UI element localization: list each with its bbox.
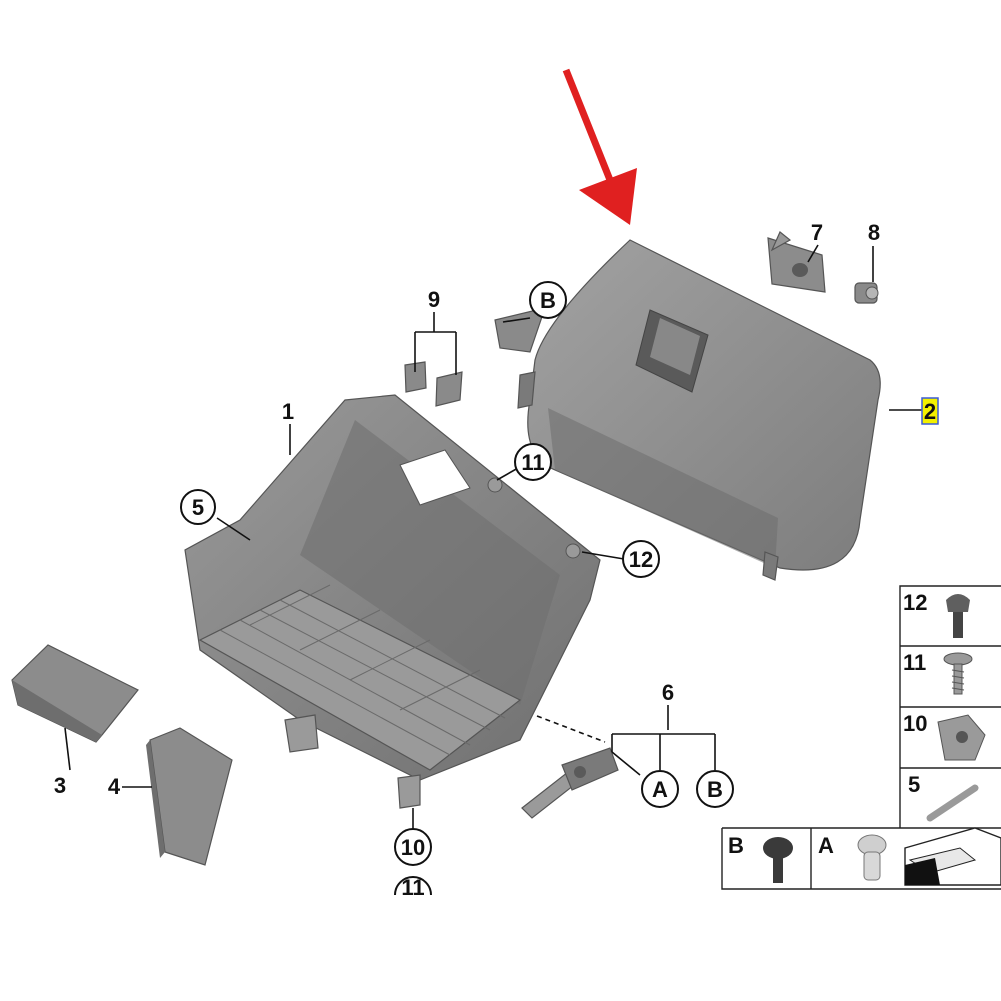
- callout-2: 2: [921, 397, 939, 425]
- callout-12: 12: [622, 540, 660, 578]
- part-7-lock: [767, 231, 826, 293]
- callout-4: 4: [108, 774, 121, 799]
- callout-a: A: [641, 770, 679, 808]
- part-9-clips: [404, 361, 463, 407]
- callout-3: 3: [54, 773, 66, 798]
- legend-label-11: 11: [903, 650, 926, 675]
- nut-clip-icon: [937, 714, 986, 761]
- part-1-housing: [184, 394, 601, 809]
- svg-text:B: B: [540, 288, 556, 313]
- red-arrow-icon: [562, 68, 637, 225]
- svg-text:11: 11: [521, 450, 544, 475]
- callout-7: 7: [811, 220, 823, 245]
- callout-8: 8: [868, 220, 880, 245]
- callout-11-bottom: 11: [394, 875, 432, 900]
- rubber-stop-icon: [763, 837, 793, 883]
- part-3-cover: [11, 644, 139, 743]
- svg-text:B: B: [707, 777, 723, 802]
- part-4-cover: [146, 727, 233, 866]
- legend-label-10: 10: [903, 711, 927, 736]
- callout-6: 6: [662, 680, 674, 705]
- callout-9: 9: [428, 287, 440, 312]
- legend-label-5: 5: [908, 772, 920, 797]
- legend-label-b: B: [728, 833, 744, 858]
- callout-10: 10: [394, 828, 432, 866]
- fastener-legend: 12 11 10 5 B A: [721, 585, 1001, 890]
- screw-icon: [943, 652, 973, 695]
- part-2-lid: [494, 239, 881, 581]
- legend-label-12: 12: [903, 590, 927, 615]
- plastic-clip-icon: [857, 834, 887, 881]
- pin-icon: [926, 784, 979, 822]
- callout-b-lid: B: [529, 281, 567, 319]
- svg-text:5: 5: [192, 495, 204, 520]
- svg-text:12: 12: [629, 547, 653, 572]
- legend-label-a: A: [818, 833, 834, 858]
- callout-b-damper: B: [696, 770, 734, 808]
- part-8-screw: [854, 282, 879, 304]
- callout-1: 1: [282, 399, 294, 424]
- svg-text:2: 2: [924, 399, 936, 424]
- sectional-arrow-icon: [904, 827, 1001, 886]
- svg-text:11: 11: [401, 875, 424, 900]
- buffer-icon: [946, 594, 970, 638]
- leader-lines: [64, 244, 922, 830]
- part-6-damper: [521, 747, 619, 819]
- callout-11-top: 11: [514, 443, 552, 481]
- svg-text:10: 10: [401, 835, 425, 860]
- callout-5: 5: [180, 489, 216, 525]
- svg-text:A: A: [652, 777, 668, 802]
